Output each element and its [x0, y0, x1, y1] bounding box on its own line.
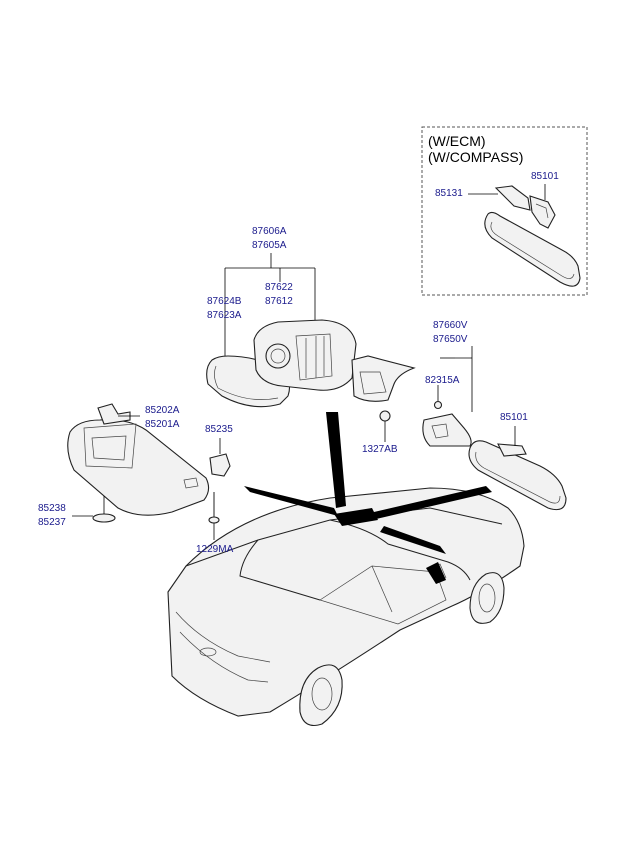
label-87622: 87622 — [265, 282, 293, 293]
ecm-option-box — [421, 126, 588, 296]
label-85238: 85238 — [38, 503, 66, 514]
label-85201A: 85201A — [145, 419, 180, 430]
label-85237: 85237 — [38, 517, 66, 528]
label-87623A: 87623A — [207, 310, 242, 321]
label-85202A: 85202A — [145, 405, 180, 416]
label-85101: 85101 — [500, 412, 528, 423]
label-85101-ecm: 85101 — [531, 171, 559, 182]
outside-mirror-housing — [253, 319, 357, 391]
nut-part — [379, 410, 391, 422]
label-87624B: 87624B — [207, 296, 242, 307]
label-1229MA: 1229MA — [196, 544, 234, 555]
ecm-inside-mirror — [484, 185, 581, 287]
label-82315A: 82315A — [425, 375, 460, 386]
inside-mirror — [468, 440, 567, 511]
cover-leaders — [437, 346, 473, 412]
label-85131: 85131 — [435, 188, 463, 199]
screw-b-part — [208, 492, 220, 540]
variant-ecm-label: (W/ECM) — [428, 133, 486, 149]
label-87606A: 87606A — [252, 226, 287, 237]
mirror-base-cover — [351, 355, 416, 402]
label-1327AB: 1327AB — [362, 444, 398, 455]
outside-mirror-marker — [426, 562, 446, 584]
variant-compass-label: (W/COMPASS) — [428, 149, 524, 165]
holder-part — [72, 496, 116, 523]
label-87660V: 87660V — [433, 320, 468, 331]
location-arrows — [244, 412, 492, 554]
sunvisor — [67, 403, 210, 516]
retainer-part — [209, 438, 231, 477]
cover-part — [422, 413, 472, 447]
label-85235: 85235 — [205, 424, 233, 435]
label-87650V: 87650V — [433, 334, 468, 345]
label-87605A: 87605A — [252, 240, 287, 251]
label-87612: 87612 — [265, 296, 293, 307]
screw-a-part — [433, 400, 443, 410]
